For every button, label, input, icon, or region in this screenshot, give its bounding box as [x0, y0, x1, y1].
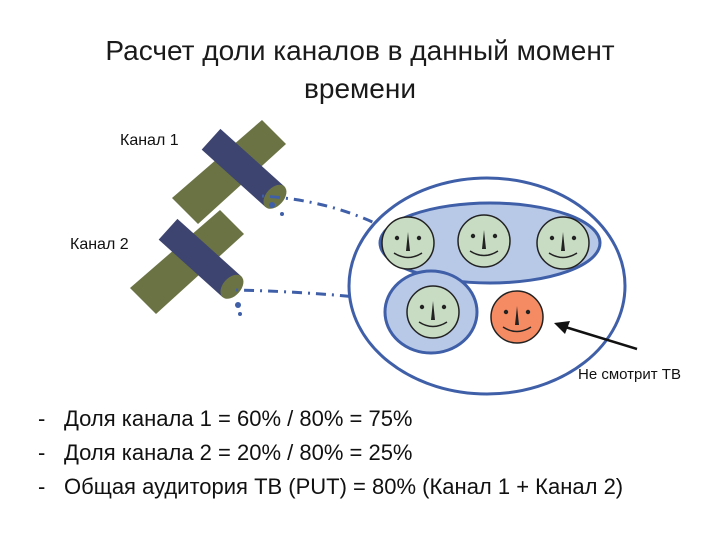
bullet-item: -Общая аудитория ТВ (PUT) = 80% (Канал 1…: [38, 474, 624, 499]
non-viewer-face-icon: [490, 290, 544, 344]
viewer-face-icon: [536, 216, 590, 270]
bullet-item: -Доля канала 1 = 60% / 80% = 75%: [38, 406, 413, 431]
page-title: Расчет доли каналов в данный момент врем…: [105, 35, 615, 104]
bullet-text: Общая аудитория ТВ (PUT) = 80% (Канал 1 …: [64, 474, 624, 499]
signal-line-1: [261, 194, 386, 230]
viewer-face-icon: [406, 285, 460, 339]
satellite-1-icon: [172, 120, 287, 224]
bullet-item: -Доля канала 2 = 20% / 80% = 25%: [38, 440, 413, 465]
channel-1-label: Канал 1: [120, 132, 179, 149]
arrow-left-icon: [554, 321, 638, 351]
bullet-list: -Доля канала 1 = 60% / 80% = 75% -Доля к…: [38, 402, 623, 504]
channel-2-label: Канал 2: [70, 236, 129, 253]
bullet-text: Доля канала 1 = 60% / 80% = 75%: [64, 406, 413, 431]
viewer-face-icon: [457, 214, 511, 268]
viewer-face-icon: [381, 216, 435, 270]
not-watching-label: Не смотрит ТВ: [578, 366, 681, 383]
bullet-text: Доля канала 2 = 20% / 80% = 25%: [64, 440, 413, 465]
satellite-2-icon: [130, 210, 244, 314]
